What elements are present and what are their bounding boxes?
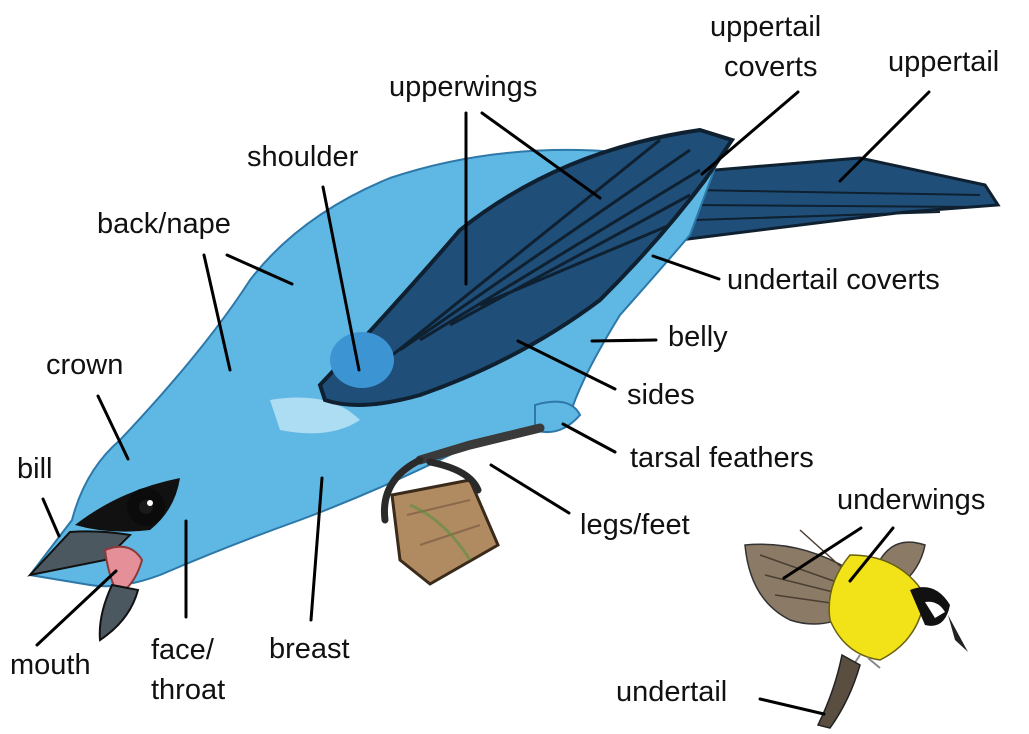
- label-breast: breast: [269, 632, 350, 666]
- label-undertail-coverts: undertail coverts: [727, 263, 940, 297]
- label-underwings: underwings: [837, 483, 985, 517]
- leader-belly: [592, 340, 656, 341]
- label-uppertail-coverts-line1: uppertail: [710, 10, 821, 44]
- yellow-bird-inset: [745, 530, 968, 728]
- label-face-throat-line2: throat: [151, 673, 225, 707]
- leader-tarsal-feathers: [563, 424, 615, 452]
- label-upperwings: upperwings: [389, 70, 537, 104]
- perch-branch: [392, 480, 498, 584]
- shoulder-patch: [330, 332, 394, 388]
- label-uppertail-coverts-line2: coverts: [724, 50, 817, 84]
- label-shoulder: shoulder: [247, 140, 358, 174]
- label-undertail: undertail: [616, 675, 727, 709]
- label-sides: sides: [627, 378, 695, 412]
- label-crown: crown: [46, 348, 123, 382]
- label-uppertail: uppertail: [888, 45, 999, 79]
- label-tarsal-feathers: tarsal feathers: [630, 441, 814, 475]
- label-bill: bill: [17, 452, 52, 486]
- label-belly: belly: [668, 320, 728, 354]
- label-face-throat-line1: face/: [151, 633, 214, 667]
- label-mouth: mouth: [10, 648, 91, 682]
- leader-legs-feet: [491, 465, 569, 513]
- leader-bill: [43, 499, 59, 536]
- label-legs-feet: legs/feet: [580, 508, 690, 542]
- bill-lower: [100, 585, 138, 640]
- undertail: [818, 655, 860, 728]
- leader-undertail: [760, 699, 824, 714]
- leader-uppertail-coverts: [702, 92, 798, 174]
- label-back-nape: back/nape: [97, 207, 231, 241]
